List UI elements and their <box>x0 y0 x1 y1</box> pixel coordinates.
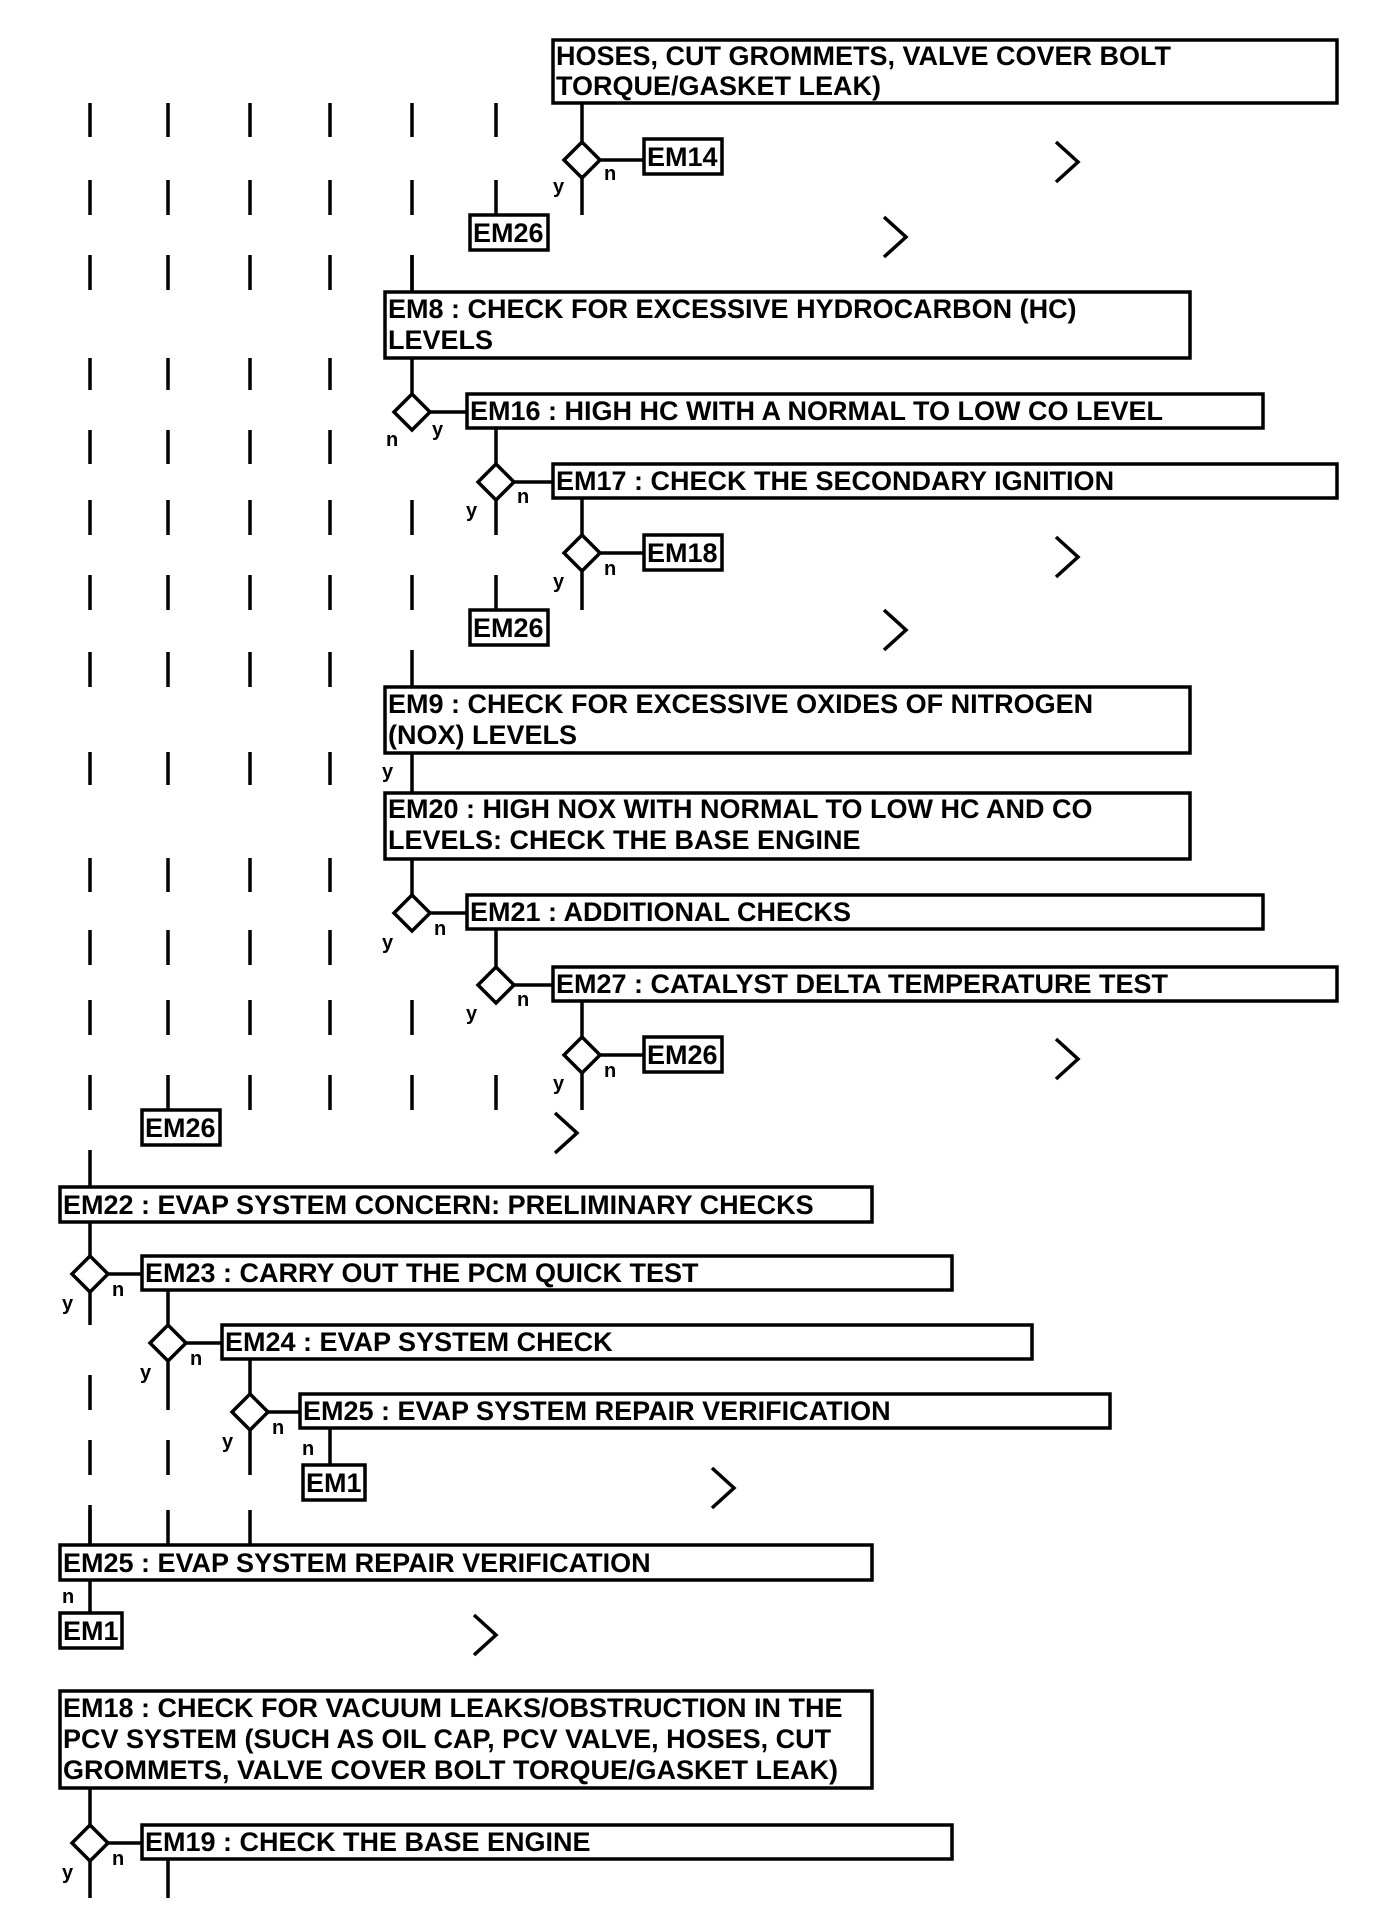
branch-no-label: n <box>434 918 446 940</box>
step-em20-text: EM20 : HIGH NOX WITH NORMAL TO LOW HC AN… <box>388 794 1093 824</box>
branch-no-label: n <box>112 1279 124 1301</box>
branch-yes-label: y <box>553 571 565 593</box>
branch-no-label: n <box>604 163 616 185</box>
step-em18-text: PCV SYSTEM (SUCH AS OIL CAP, PCV VALVE, … <box>63 1724 832 1754</box>
branch-no-label: n <box>190 1348 202 1370</box>
step-em27-text: EM27 : CATALYST DELTA TEMPERATURE TEST <box>556 969 1169 999</box>
step-em16-text: EM16 : HIGH HC WITH A NORMAL TO LOW CO L… <box>470 396 1163 426</box>
ref-em26-text: EM26 <box>473 613 544 643</box>
step-em22-text: EM22 : EVAP SYSTEM CONCERN: PRELIMINARY … <box>63 1190 814 1220</box>
branch-yes-label: y <box>466 500 478 522</box>
ref-em1-text: EM1 <box>306 1468 362 1498</box>
step-em20-text: LEVELS: CHECK THE BASE ENGINE <box>388 825 861 855</box>
step-text: HOSES, CUT GROMMETS, VALVE COVER BOLT <box>556 41 1172 71</box>
ref-em14-text: EM14 <box>647 142 718 172</box>
branch-no-label: n <box>604 558 616 580</box>
branch-no-label: n <box>386 429 398 451</box>
step-em18-text: EM18 : CHECK FOR VACUUM LEAKS/OBSTRUCTIO… <box>63 1693 843 1723</box>
step-em9-text: (NOX) LEVELS <box>388 720 577 750</box>
step-em8-text: EM8 : CHECK FOR EXCESSIVE HYDROCARBON (H… <box>388 294 1077 324</box>
step-em23-text: EM23 : CARRY OUT THE PCM QUICK TEST <box>145 1258 699 1288</box>
branch-no-label: n <box>62 1586 74 1608</box>
step-em25-text: EM25 : EVAP SYSTEM REPAIR VERIFICATION <box>63 1548 651 1578</box>
ref-em1-text: EM1 <box>63 1616 119 1646</box>
ref-em26-text: EM26 <box>473 218 544 248</box>
branch-yes-label: y <box>432 419 444 441</box>
step-em25-text: EM25 : EVAP SYSTEM REPAIR VERIFICATION <box>303 1396 891 1426</box>
branch-yes-label: y <box>62 1862 74 1884</box>
branch-no-label: n <box>272 1417 284 1439</box>
step-em8-text: LEVELS <box>388 325 493 355</box>
step-em21-text: EM21 : ADDITIONAL CHECKS <box>470 897 851 927</box>
branch-yes-label: y <box>382 761 394 783</box>
step-em17-text: EM17 : CHECK THE SECONDARY IGNITION <box>556 466 1114 496</box>
branch-no-label: n <box>517 989 529 1011</box>
branch-no-label: n <box>112 1848 124 1870</box>
branch-no-label: n <box>302 1438 314 1460</box>
branch-no-label: n <box>517 486 529 508</box>
step-em18-text: GROMMETS, VALVE COVER BOLT TORQUE/GASKET… <box>63 1755 838 1785</box>
step-em9-text: EM9 : CHECK FOR EXCESSIVE OXIDES OF NITR… <box>388 689 1093 719</box>
step-em19-text: EM19 : CHECK THE BASE ENGINE <box>145 1827 591 1857</box>
branch-yes-label: y <box>222 1431 234 1453</box>
branch-yes-label: y <box>553 1073 565 1095</box>
branch-yes-label: y <box>140 1362 152 1384</box>
branch-yes-label: y <box>382 932 394 954</box>
ref-em26-text: EM26 <box>145 1113 216 1143</box>
step-text: TORQUE/GASKET LEAK) <box>556 71 881 101</box>
branch-yes-label: y <box>62 1293 74 1315</box>
branch-yes-label: y <box>466 1003 478 1025</box>
branch-yes-label: y <box>553 176 565 198</box>
branch-no-label: n <box>604 1060 616 1082</box>
ref-em26-text: EM26 <box>647 1040 718 1070</box>
step-em24-text: EM24 : EVAP SYSTEM CHECK <box>225 1327 613 1357</box>
ref-em18-text: EM18 <box>647 538 718 568</box>
